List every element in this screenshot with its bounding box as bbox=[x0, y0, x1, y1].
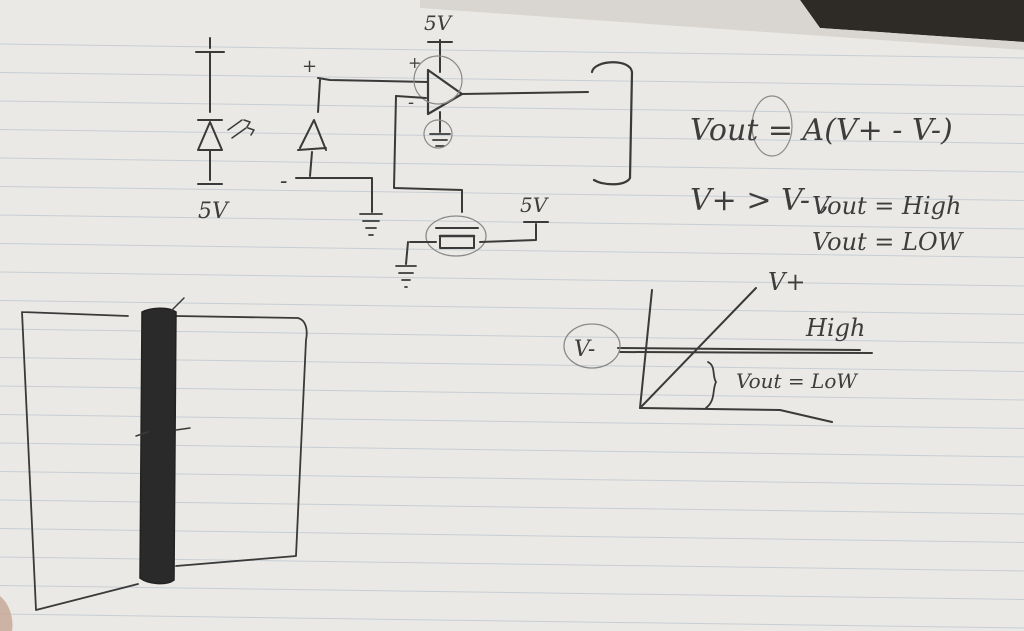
opamp-supply-label: 5V bbox=[424, 11, 454, 35]
led-branch: 5V bbox=[195, 37, 255, 224]
ruled-line bbox=[0, 585, 1024, 600]
plus-sign-label: + bbox=[302, 56, 317, 77]
ruled-line bbox=[0, 100, 1024, 116]
page-shadow bbox=[420, 0, 1024, 50]
shaded-strip bbox=[139, 307, 177, 585]
ruled-line bbox=[0, 157, 1024, 173]
comparator-graph: V+ V- High Vout = LoW bbox=[563, 268, 873, 423]
minus-sign-label: - bbox=[280, 169, 287, 194]
graph-x-axis bbox=[639, 407, 833, 423]
transistor-supply-label: 5V bbox=[520, 193, 550, 217]
ruled-line bbox=[0, 243, 1024, 258]
opamp-highlight bbox=[413, 55, 463, 105]
ruled-line bbox=[0, 300, 1024, 315]
transistor-highlight bbox=[425, 215, 487, 257]
formulas: Vout = A(V+ - V-) V+ > V- , Vout = High … bbox=[690, 95, 965, 256]
v-minus-label: V- bbox=[574, 337, 595, 362]
v-minus-highlight bbox=[563, 323, 621, 369]
ruled-line bbox=[0, 72, 1024, 87]
left-box bbox=[21, 311, 139, 611]
ruled-line bbox=[0, 186, 1024, 201]
opamp: 5V + - bbox=[393, 11, 589, 213]
high-label: High bbox=[805, 314, 865, 342]
box-sketch bbox=[21, 297, 308, 611]
opamp-minus-label: - bbox=[408, 92, 414, 113]
ruled-line bbox=[0, 613, 1024, 629]
vout-low-text: Vout = LOW bbox=[812, 228, 965, 256]
gain-highlight bbox=[751, 95, 793, 157]
ruled-line bbox=[0, 271, 1024, 287]
v-plus-line bbox=[641, 287, 757, 407]
vout-high-text: Vout = High bbox=[812, 192, 961, 220]
ruled-line bbox=[0, 214, 1024, 230]
vout-low-label: Vout = LoW bbox=[736, 369, 858, 393]
led-supply-label: 5V bbox=[198, 199, 230, 224]
sensor-branch: + - bbox=[280, 56, 429, 236]
finger-shadow bbox=[0, 596, 13, 631]
vout-low-brace bbox=[705, 361, 717, 409]
vout-equation: Vout = A(V+ - V-) bbox=[690, 113, 953, 148]
opamp-plus-label: + bbox=[408, 53, 421, 72]
transistor: 5V bbox=[395, 193, 550, 288]
condition-text: V+ > V- , bbox=[690, 183, 829, 218]
right-box bbox=[175, 315, 308, 567]
ruled-line bbox=[0, 129, 1024, 144]
ruled-line bbox=[0, 43, 1024, 59]
output-block bbox=[590, 61, 634, 186]
circuit-sketch: 5V + - 5V + - bbox=[195, 11, 634, 288]
v-plus-label: V+ bbox=[768, 268, 805, 296]
v-minus-line bbox=[617, 347, 873, 354]
